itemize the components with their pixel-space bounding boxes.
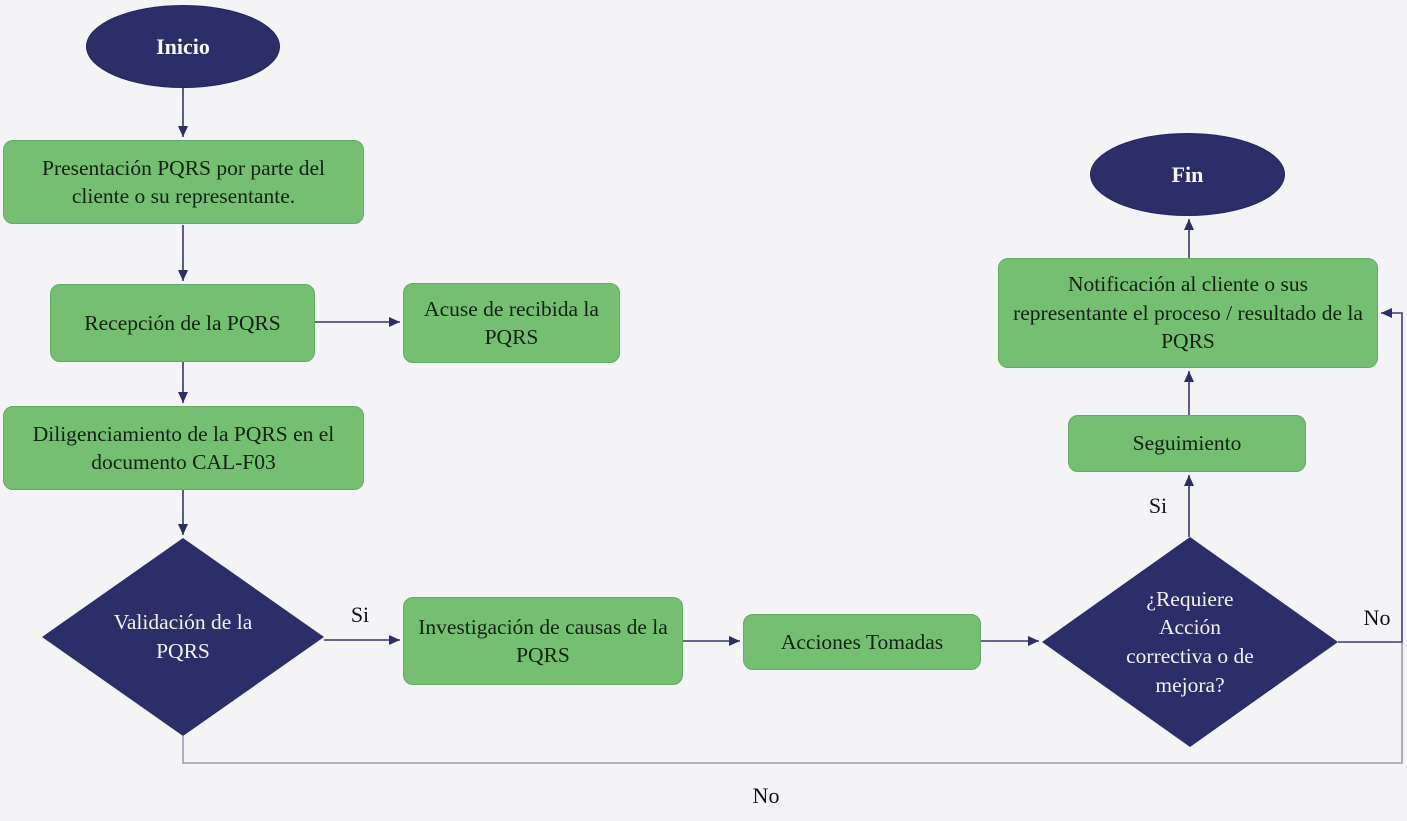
edge-label-validacion-no: No — [752, 783, 780, 808]
process-diligenciamiento: Diligenciamiento de la PQRS en el docume… — [3, 406, 364, 490]
process-presentacion-pqrs-label: Presentación PQRS por parte del cliente … — [41, 155, 326, 208]
process-diligenciamiento-label: Diligenciamiento de la PQRS en el docume… — [32, 421, 335, 474]
process-investigacion-causas: Investigación de causas de la PQRS — [403, 597, 683, 685]
process-seguimiento: Seguimiento — [1068, 415, 1306, 472]
process-acuse-recibida: Acuse de recibida la PQRS — [403, 283, 620, 363]
process-presentacion-pqrs: Presentación PQRS por parte del cliente … — [3, 140, 364, 224]
decision-requiere-accion-label: ¿Requiere Acción correctiva o de mejora? — [1126, 586, 1254, 697]
process-recepcion-pqrs-label: Recepción de la PQRS — [84, 310, 281, 335]
process-recepcion-pqrs: Recepción de la PQRS — [50, 284, 315, 362]
process-notificacion-cliente: Notificación al cliente o sus representa… — [998, 258, 1378, 368]
process-seguimiento-label: Seguimiento — [1132, 431, 1242, 456]
decision-validacion-pqrs: Validación de la PQRS — [42, 538, 324, 736]
start-terminator-label: Inicio — [156, 33, 210, 59]
process-notificacion-cliente-label: Notificación al cliente o sus representa… — [1013, 272, 1363, 354]
decision-requiere-accion: ¿Requiere Acción correctiva o de mejora? — [1042, 537, 1338, 747]
process-acciones-tomadas-label: Acciones Tomadas — [780, 629, 944, 654]
edge-label-validacion-si: Si — [350, 602, 370, 627]
process-acuse-recibida-label: Acuse de recibida la PQRS — [424, 296, 599, 349]
end-terminator: Fin — [1090, 133, 1285, 216]
edge-label-requiere-no: No — [1363, 605, 1391, 630]
decision-validacion-pqrs-label: Validación de la PQRS — [113, 610, 253, 663]
process-acciones-tomadas: Acciones Tomadas — [743, 614, 981, 670]
process-investigacion-causas-label: Investigación de causas de la PQRS — [418, 614, 668, 667]
end-terminator-label: Fin — [1171, 161, 1204, 187]
edge-label-requiere-si: Si — [1148, 493, 1168, 518]
start-terminator: Inicio — [86, 5, 280, 88]
